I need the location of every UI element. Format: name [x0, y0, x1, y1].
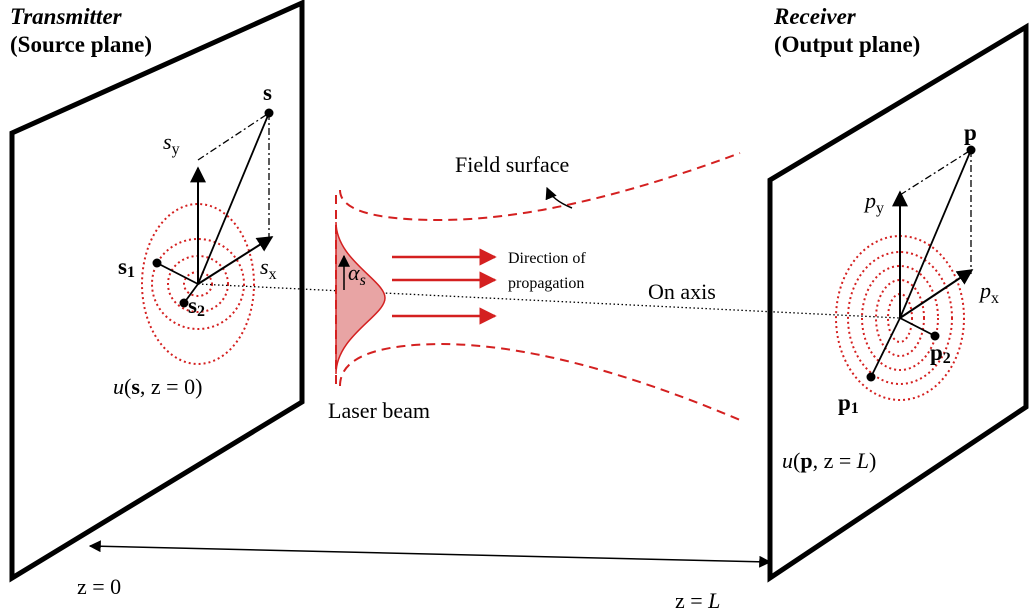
label-s1: s1 [118, 254, 135, 281]
transmitter-subtitle: (Source plane) [10, 32, 152, 57]
s-projection-y [197, 112, 270, 161]
direction-label-line1: Direction of [508, 250, 586, 267]
label-s2: s2 [188, 293, 205, 320]
optical-axis [197, 283, 901, 319]
alpha-label: αs [348, 260, 366, 289]
laser-beam-label: Laser beam [328, 398, 430, 423]
on-axis-label: On axis [648, 279, 716, 304]
label-p1: p1 [838, 390, 859, 417]
p2-vector [899, 317, 936, 337]
point-s [264, 108, 274, 118]
label-s: s [263, 80, 272, 105]
direction-label-line2: propagation [508, 275, 584, 292]
point-s2 [179, 298, 189, 308]
field-surface-pointer [545, 186, 573, 209]
gaussian-profile [335, 221, 386, 375]
source-field-equation: u(s, z = 0) [113, 374, 202, 399]
field-surface-lower [339, 342, 741, 421]
p-projection-y [899, 149, 972, 196]
s-vector [197, 112, 270, 285]
label-sx: sx [260, 254, 277, 283]
distance-arrow [88, 540, 772, 568]
px-axis [899, 269, 974, 319]
s1-vector [156, 262, 199, 285]
point-p [966, 145, 976, 155]
label-py: py [863, 188, 884, 217]
label-p2: p2 [930, 340, 951, 367]
point-p2 [930, 331, 940, 341]
p-vector [899, 149, 972, 319]
output-field-equation: u(p, z = L) [782, 448, 876, 473]
receiver-title: Receiver [773, 4, 857, 29]
label-p: p [964, 120, 977, 145]
zL-label: z = L [675, 588, 720, 613]
field-surface-upper [339, 152, 741, 222]
point-s1 [152, 258, 162, 268]
z0-label: z = 0 [77, 574, 121, 599]
receiver-subtitle: (Output plane) [774, 32, 920, 57]
point-p1 [866, 372, 876, 382]
label-px: px [978, 278, 999, 307]
transmitter-title: Transmitter [10, 4, 123, 29]
label-sy: sy [163, 129, 180, 158]
p1-vector [870, 317, 901, 378]
sx-axis [197, 236, 274, 285]
field-surface-label: Field surface [455, 152, 569, 177]
output-plane [767, 22, 1029, 583]
source-plane [9, 0, 305, 583]
